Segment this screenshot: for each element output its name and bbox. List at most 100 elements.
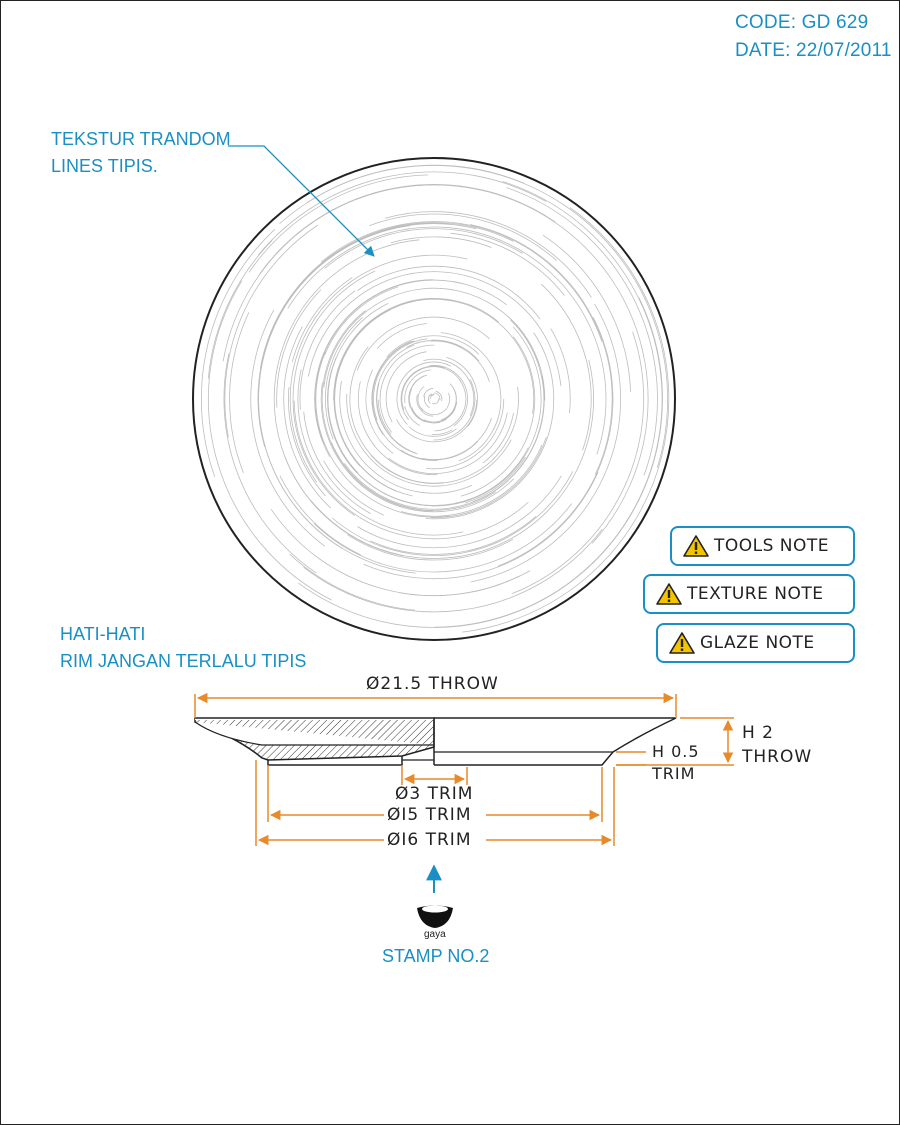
texture-line <box>409 402 420 420</box>
texture-line <box>450 388 457 414</box>
stamp-logo-text: gaya <box>424 929 446 940</box>
texture-line <box>420 393 451 416</box>
texture-line <box>229 312 250 473</box>
texture-line <box>224 224 319 438</box>
texture-line <box>334 309 413 497</box>
texture-line <box>418 417 440 424</box>
texture-line <box>201 229 275 478</box>
texture-line <box>320 382 514 513</box>
warning-icon <box>669 632 695 654</box>
texture-line <box>308 271 562 387</box>
throw-diameter-label: Ø21.5 THROW <box>366 674 499 694</box>
texture-line <box>450 232 565 296</box>
texture-line <box>207 240 273 379</box>
texture-line <box>349 346 444 484</box>
texture-line <box>436 408 456 423</box>
texture-line <box>433 379 476 441</box>
texture-line <box>293 400 529 540</box>
glaze-note-button[interactable]: GLAZE NOTE <box>656 623 855 663</box>
texture-line <box>429 365 468 427</box>
texture-line <box>434 392 441 400</box>
height-trim-label-2: TRIM <box>652 764 696 783</box>
texture-line <box>356 184 649 544</box>
texture-line <box>327 357 525 507</box>
texture-line <box>469 224 613 475</box>
warning-icon <box>683 535 709 557</box>
texture-line <box>258 225 416 574</box>
trim-16-label: ØI6 TRIM <box>387 830 472 850</box>
texture-line <box>408 426 457 437</box>
texture-line <box>431 429 453 436</box>
texture-line <box>258 223 477 549</box>
texture-line <box>425 332 555 520</box>
texture-line <box>388 412 508 474</box>
caution-note-line1: HATI-HATI <box>60 624 146 644</box>
texture-line <box>390 236 492 248</box>
texture-line <box>440 332 502 462</box>
texture-line <box>429 394 435 400</box>
texture-line <box>372 340 438 461</box>
texture-line <box>289 553 415 611</box>
texture-leader-arrow <box>228 145 375 257</box>
tools-note-button[interactable]: TOOLS NOTE <box>670 526 855 566</box>
texture-line <box>248 174 429 273</box>
texture-line <box>430 340 490 382</box>
texture-line <box>370 515 537 555</box>
plate-top-view <box>192 157 676 641</box>
texture-line <box>320 221 603 342</box>
texture-line <box>416 394 434 417</box>
texture-line <box>404 405 420 426</box>
drawing-code: CODE: GD 629 <box>735 12 869 33</box>
texture-line <box>404 369 431 404</box>
texture-line <box>426 398 505 470</box>
texture-line <box>435 390 443 402</box>
tools-note-label: TOOLS NOTE <box>714 536 830 556</box>
caution-note-line2: RIM JANGAN TERLALU TIPIS <box>60 651 307 671</box>
texture-line <box>339 380 473 494</box>
texture-line <box>400 365 445 421</box>
texture-line <box>288 387 326 497</box>
texture-line <box>343 376 545 510</box>
texture-line <box>464 456 526 504</box>
texture-line <box>324 228 523 269</box>
texture-line <box>430 436 547 519</box>
plate-cross-section <box>194 717 677 766</box>
texture-line <box>408 374 428 396</box>
stamp-label: STAMP NO.2 <box>382 946 490 966</box>
texture-line <box>292 270 376 516</box>
plate-texture-lines <box>201 164 670 633</box>
texture-line <box>398 570 531 597</box>
drawing-date: DATE: 22/07/2011 <box>735 40 892 61</box>
texture-note-button[interactable]: TEXTURE NOTE <box>643 574 855 614</box>
texture-line <box>497 317 614 567</box>
texture-line <box>446 356 478 428</box>
texture-line <box>422 417 492 460</box>
texture-line <box>323 287 541 388</box>
texture-line <box>287 226 607 455</box>
texture-line <box>371 340 413 436</box>
texture-line <box>321 310 434 512</box>
texture-line <box>550 328 571 414</box>
texture-line <box>434 379 467 432</box>
texture-line <box>207 280 332 601</box>
texture-line <box>541 283 592 451</box>
texture-line <box>396 361 451 425</box>
texture-line <box>279 475 361 556</box>
texture-line <box>332 471 574 556</box>
dimension-lines <box>194 692 734 846</box>
texture-line <box>379 344 435 433</box>
texture-line <box>431 339 480 362</box>
texture-note-line1: TEKSTUR TRANDOM <box>51 129 231 149</box>
texture-line <box>370 386 519 484</box>
texture-line <box>323 460 385 516</box>
texture-line <box>270 508 520 596</box>
height-throw-label-1: H 2 <box>742 723 775 743</box>
texture-line <box>401 366 461 411</box>
texture-line <box>310 360 594 559</box>
texture-line <box>423 358 475 416</box>
texture-line <box>542 234 631 393</box>
texture-line <box>428 393 432 404</box>
texture-line <box>327 370 529 506</box>
texture-line <box>303 529 603 613</box>
